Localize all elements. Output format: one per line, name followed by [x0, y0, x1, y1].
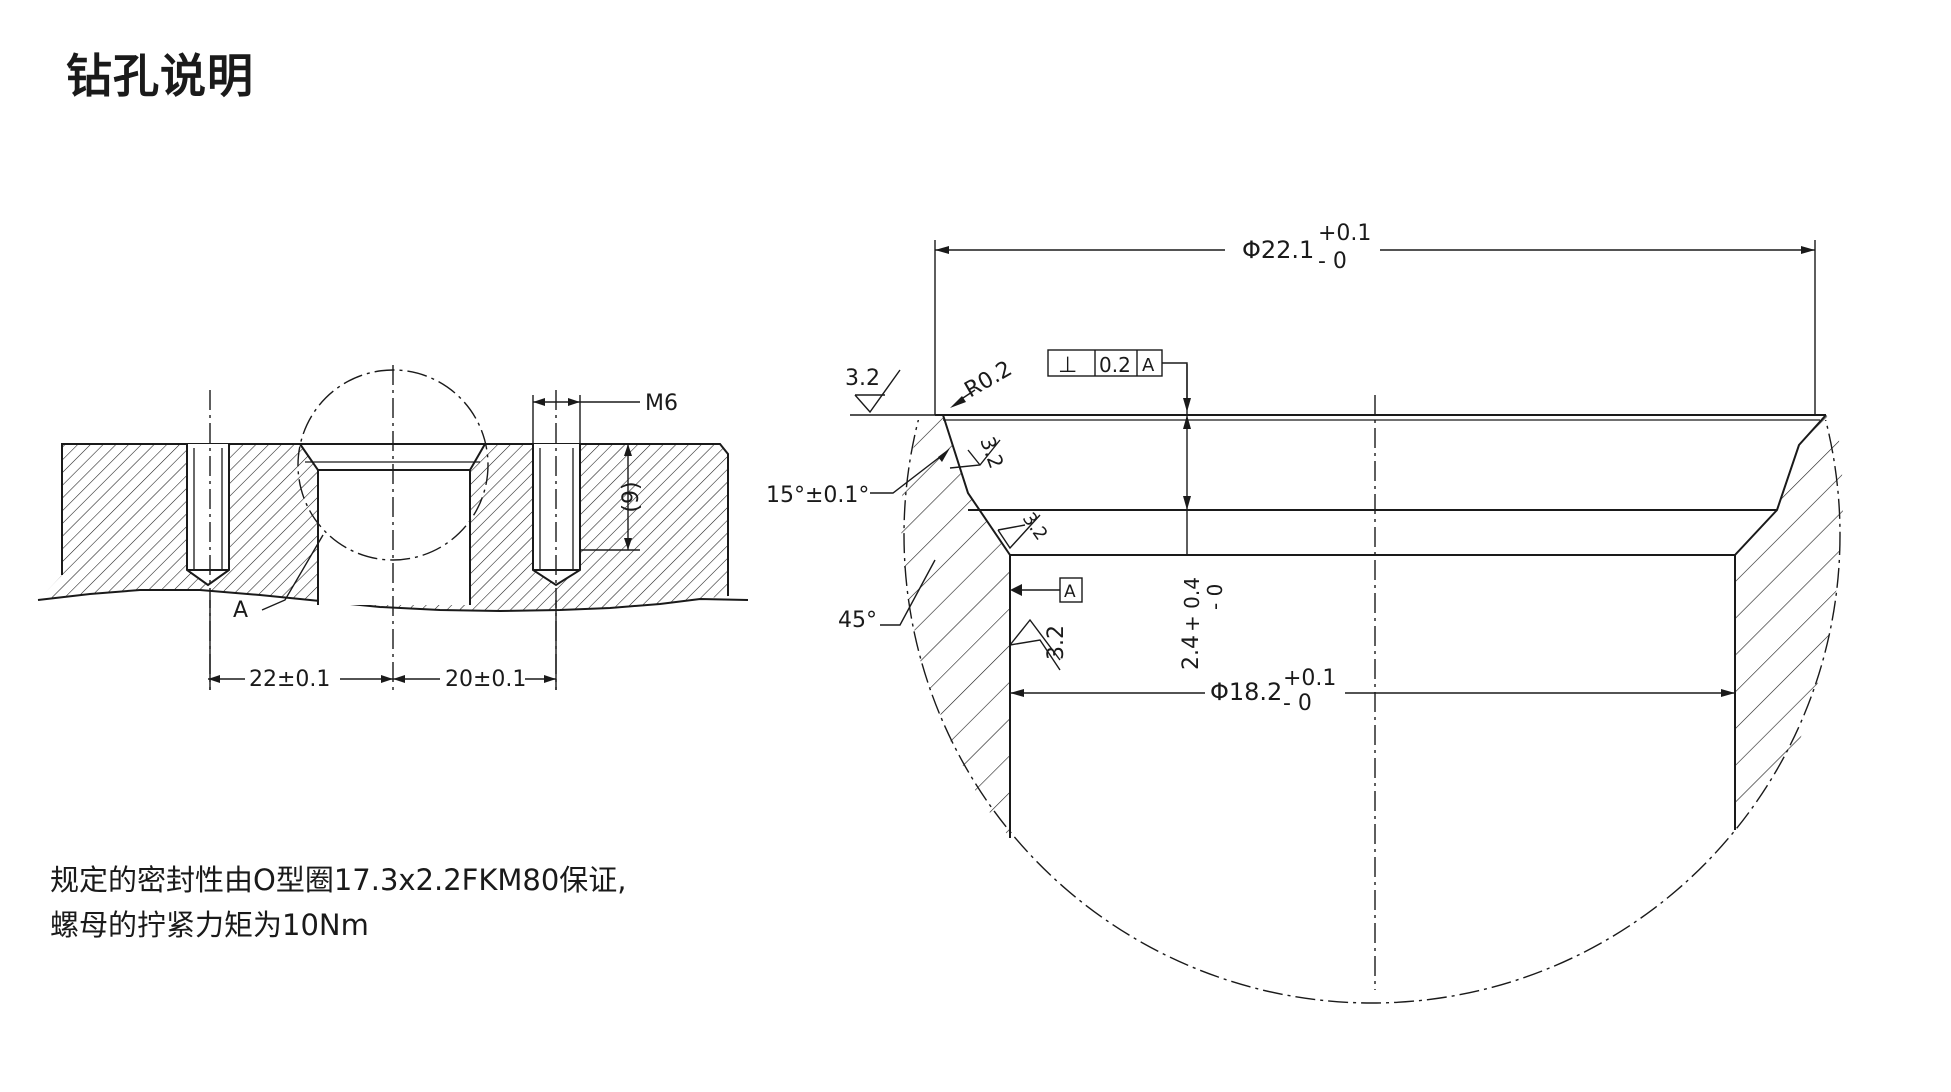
label-depth-9: (9): [619, 481, 644, 512]
notes-block: 规定的密封性由O型圈17.3x2.2FKM80保证, 螺母的拧紧力矩为10Nm: [50, 858, 627, 948]
label-phi-18-2-tol-minus: - 0: [1283, 691, 1312, 716]
section-view-left: M6 (9) A 22±0.1 20±0.1: [37, 365, 749, 692]
leader-a: [261, 534, 324, 611]
detail-hatch-left: [900, 415, 1010, 838]
dim-depth-9: [580, 443, 640, 551]
label-phi-22-1-tol-plus: +0.1: [1318, 221, 1371, 246]
leader-angle-15: [870, 452, 946, 494]
detail-hatch-right: [1735, 415, 1843, 830]
roughness-chamfer: [949, 439, 1001, 469]
datum-a-marker: [1010, 577, 1083, 603]
dim-22: [208, 600, 393, 690]
arrow-angle-15: [938, 448, 950, 462]
label-angle-45: 45°: [838, 608, 877, 633]
gdt-value: 0.2: [1099, 353, 1131, 377]
dim-20: [393, 600, 557, 690]
arrow-r0-2: [950, 396, 966, 408]
label-a: A: [233, 598, 248, 623]
label-roughness-chamfer: 3.2: [975, 434, 1008, 472]
part-outline: [61, 443, 729, 596]
label-dim-22: 22±0.1: [249, 667, 330, 692]
dim-phi-18-2: [1010, 689, 1735, 697]
label-depth-2-4: 2.4: [1179, 635, 1204, 670]
label-phi-18-2-tol-plus: +0.1: [1283, 666, 1336, 691]
leader-angle-45: [880, 559, 936, 626]
page-title: 钻孔说明: [66, 49, 254, 103]
roughness-bore: [1009, 618, 1061, 671]
dim-phi-22-1: [934, 240, 1816, 415]
counterbore-center: [299, 443, 486, 605]
label-depth-tol-plus: + 0.4: [1180, 577, 1204, 632]
note-line-1: 规定的密封性由O型圈17.3x2.2FKM80保证,: [50, 863, 627, 897]
detail-boundary-circle: [903, 420, 1841, 1004]
gdt-frame: [1047, 349, 1191, 412]
label-r0-2: R0.2: [961, 356, 1017, 403]
dim-m6: [532, 395, 640, 444]
detail-view-a: Φ22.1 +0.1 - 0 Φ18.2 +0.1 - 0 2.4 + 0.4 …: [766, 221, 1843, 1004]
label-angle-15: 15°±0.1°: [766, 483, 869, 508]
label-depth-tol-minus: - 0: [1203, 584, 1227, 610]
label-m6: M6: [645, 391, 678, 416]
label-roughness-bore: 3.2: [1044, 625, 1069, 660]
label-datum-a: A: [1064, 582, 1076, 602]
label-roughness-top: 3.2: [845, 366, 880, 391]
roughness-top: [850, 369, 945, 416]
gdt-datum: A: [1142, 355, 1155, 376]
roughness-step: [997, 514, 1041, 550]
label-roughness-step: 3.2: [1018, 509, 1052, 545]
label-phi-18-2: Φ18.2: [1210, 678, 1282, 706]
label-phi-22-1-tol-minus: - 0: [1318, 249, 1347, 274]
label-dim-20: 20±0.1: [445, 667, 526, 692]
part-section-hatch: [38, 444, 728, 611]
label-phi-22-1: Φ22.1: [1242, 236, 1314, 264]
threaded-hole-left: [186, 444, 230, 587]
note-line-2: 螺母的拧紧力矩为10Nm: [50, 908, 369, 942]
part-broken-edge: [37, 589, 749, 613]
gdt-symbol: ⊥: [1058, 353, 1077, 378]
